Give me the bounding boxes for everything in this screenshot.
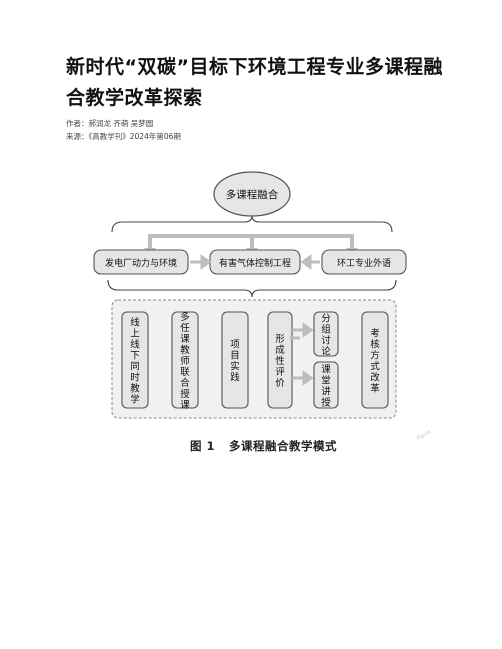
- figure-title: 多课程融合教学模式: [229, 439, 338, 453]
- source-journal: 《高教学刊》2024年第06期: [88, 132, 181, 141]
- method-label-3: 项目实践: [230, 340, 240, 384]
- method-arrow-1: [290, 322, 314, 340]
- authors-label: 作者：: [66, 119, 89, 128]
- article-title: 新时代“双碳”目标下环境工程专业多课程融合教学改革探索: [66, 56, 443, 109]
- method-box-5: 分组讨论: [313, 311, 339, 358]
- course-arrow-left: [300, 254, 320, 270]
- course-box-3: 环工专业外语: [321, 249, 407, 275]
- method-arrow-2: [292, 370, 314, 386]
- method-box-3: 项目实践: [221, 311, 249, 409]
- course-box-2: 有害气体控制工程: [209, 249, 301, 275]
- method-box-2: 多任课教师联合授课: [171, 311, 199, 411]
- watermark-stamp: Figure: [416, 429, 432, 442]
- method-label-4: 形成性评价: [275, 333, 285, 389]
- method-label-6: 课堂讲授: [321, 365, 331, 409]
- course-label-1: 发电厂动力与环境: [105, 257, 177, 269]
- course-box-1: 发电厂动力与环境: [93, 249, 189, 275]
- authors-names: 郝润龙 齐萌 吴梦圆: [88, 119, 154, 128]
- top-brace: [111, 215, 393, 233]
- course-label-2: 有害气体控制工程: [219, 257, 291, 269]
- bottom-brace: [107, 279, 397, 298]
- course-arrow-right: [190, 254, 212, 270]
- top-node-label: 多课程融合: [226, 188, 279, 201]
- method-box-1: 线上线下同时教学: [121, 311, 149, 409]
- article-source: 来源：《高教学刊》2024年第06期: [66, 131, 181, 142]
- method-label-5: 分组讨论: [321, 314, 331, 358]
- method-label-2: 多任课教师联合授课: [180, 311, 190, 411]
- method-box-4: 形成性评价: [267, 311, 293, 409]
- course-label-3: 环工专业外语: [337, 257, 391, 269]
- figure-number: 图 1: [190, 439, 216, 453]
- method-label-7: 考核方式改革: [370, 329, 380, 395]
- article-authors: 作者：郝润龙 齐萌 吴梦圆: [66, 118, 153, 129]
- methods-container: [111, 299, 397, 419]
- figure-caption: 图 1 多课程融合教学模式: [190, 438, 351, 454]
- method-label-1: 线上线下同时教学: [130, 317, 140, 406]
- method-box-7: 考核方式改革: [361, 311, 389, 409]
- source-label: 来源：: [66, 132, 89, 141]
- method-box-6: 课堂讲授: [313, 361, 339, 409]
